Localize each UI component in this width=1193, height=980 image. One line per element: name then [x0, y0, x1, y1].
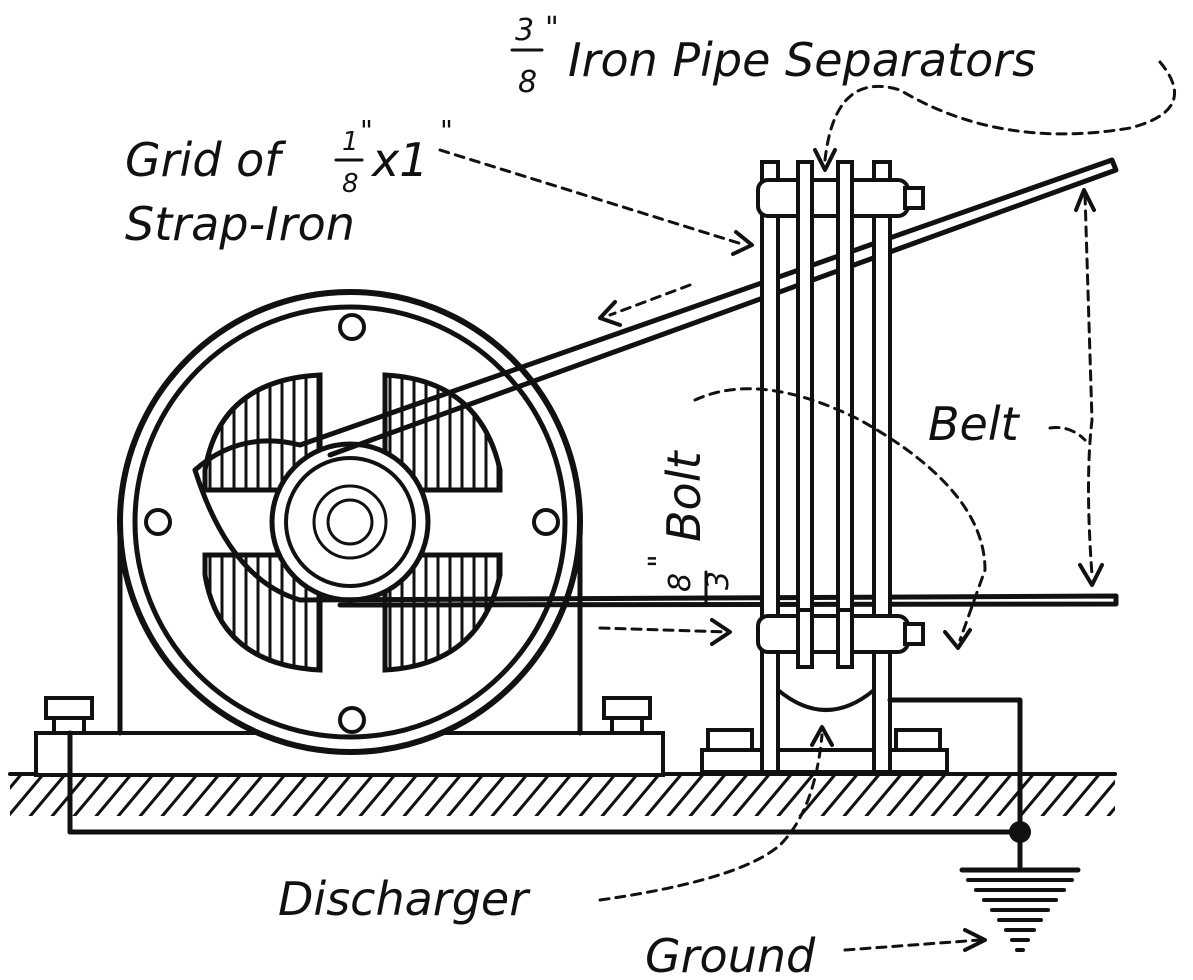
grid-dimension: x1: [370, 133, 429, 187]
leader-belt: [1048, 426, 1087, 442]
leader-lines: [438, 60, 1177, 952]
leader-belt-vertical: [1083, 193, 1094, 577]
leader-bolt-left: [598, 626, 732, 634]
grid-inch-mark-1: ": [360, 114, 373, 147]
grid-label-material: Strap-Iron: [125, 197, 355, 251]
discharger-grid: [700, 160, 949, 774]
discharger-label: Discharger: [278, 872, 531, 926]
separators-inch-mark: ": [545, 11, 559, 46]
grid-label-prefix: Grid of: [125, 133, 286, 187]
separators-fraction-denominator: 8: [518, 65, 537, 100]
ground-symbol: [959, 867, 1081, 952]
bolt-label: Bolt: [657, 450, 711, 542]
leader-ground: [843, 938, 982, 952]
leader-bolt-curve: [693, 387, 987, 642]
leader-separators: [823, 60, 1177, 162]
grid-fraction-denominator: 8: [342, 169, 359, 199]
base-bolt-right: [602, 696, 652, 735]
bolt-inch-mark: ": [643, 554, 678, 568]
grid-inch-mark-2: ": [440, 114, 453, 147]
ground-wiring: [67, 697, 1031, 873]
separators-label: Iron Pipe Separators: [568, 33, 1036, 87]
belt: [192, 157, 1119, 608]
grid-fraction-numerator: 1: [342, 127, 359, 157]
bolt-fraction-denominator: 8: [663, 573, 698, 592]
label-separators: 3 8 " Iron Pipe Separators: [510, 11, 1036, 100]
label-grid: Grid of 1 8 " x1 " Strap-Iron: [125, 114, 453, 251]
leader-belt-strap: [608, 283, 692, 317]
label-bolt: 3 8 " Bolt: [643, 450, 736, 592]
arrowheads: [598, 148, 1104, 952]
base-bolt-left: [44, 696, 94, 735]
motor-wheel: [117, 289, 583, 755]
separators-fraction-numerator: 3: [515, 13, 534, 48]
ground-label: Ground: [645, 929, 816, 980]
belt-label: Belt: [928, 397, 1021, 451]
leader-grid: [438, 148, 747, 247]
floor: [8, 772, 1117, 816]
leader-discharger: [598, 733, 824, 902]
bolt-fraction-numerator: 3: [701, 571, 736, 590]
